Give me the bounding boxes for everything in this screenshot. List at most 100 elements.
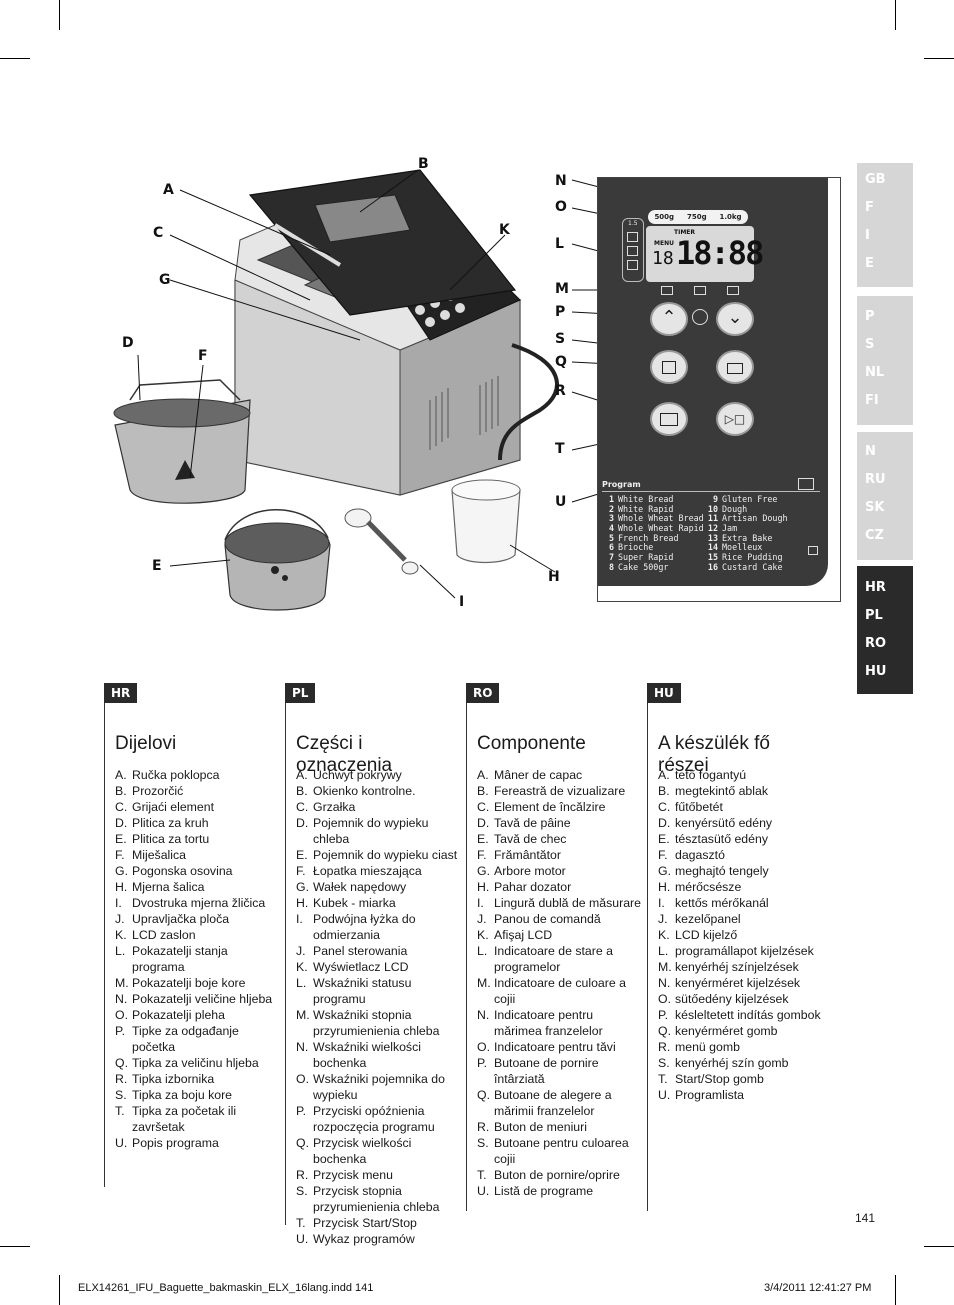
program-number: 2 (608, 503, 614, 514)
lcd-display: TIMER MENU 18 18:88 (646, 226, 764, 282)
list-item-key: K. (658, 928, 670, 942)
tab-gb[interactable]: GB (865, 172, 886, 187)
list-item-text: Wykaz programów (313, 1232, 415, 1246)
list-item: P.Butoane de pornire întârziată (477, 1055, 644, 1087)
control-panel: 500g 750g 1.0kg 1.5 TIMER MENU 18 18:88 … (597, 177, 841, 602)
tab-hr[interactable]: HR (865, 580, 886, 595)
list-item-key: P. (296, 1104, 307, 1118)
list-item: B.megtekintő ablak (658, 783, 825, 799)
tab-pl[interactable]: PL (865, 608, 883, 623)
list-item-text: Kubek - miarka (313, 896, 396, 910)
list-item-text: kenyérméret kijelzések (675, 976, 801, 990)
tab-s[interactable]: S (865, 337, 875, 352)
crust-color-button[interactable] (716, 350, 754, 384)
crop-mark (924, 58, 954, 59)
callout-t: T (555, 441, 565, 457)
loaf-icon (662, 361, 676, 374)
callout-m: M (555, 281, 569, 297)
footer-file: ELX14261_IFU_Baguette_bakmaskin_ELX_16la… (78, 1282, 374, 1294)
delay-up-button[interactable]: ⌃ (650, 302, 688, 336)
tab-p[interactable]: P (865, 309, 875, 324)
list-item-text: Okienko kontrolne. (313, 784, 416, 798)
list-item-text: Prozorčić (132, 784, 184, 798)
crust-label: 1.5 (628, 220, 638, 227)
list-item-key: D. (296, 816, 309, 830)
list-item: L.Indicatoare de stare a programelor (477, 943, 644, 975)
tab-e[interactable]: E (865, 256, 874, 271)
list-item-text: Pokazatelji stanja programa (132, 944, 228, 974)
list-item-key: H. (658, 880, 671, 894)
list-item: U.Programlista (658, 1087, 825, 1103)
list-item-text: Start/Stop gomb (675, 1072, 764, 1086)
loaf-size-indicators: 500g 750g 1.0kg (648, 210, 748, 224)
tab-ro[interactable]: RO (865, 636, 887, 651)
list-item-text: Grzałka (313, 800, 356, 814)
tab-i[interactable]: I (865, 228, 870, 243)
list-item: A.Uchwyt pokrywy (296, 767, 463, 783)
crop-mark (0, 58, 30, 59)
tab-fi[interactable]: FI (865, 393, 879, 408)
list-item-text: kenyérméret gomb (675, 1024, 778, 1038)
list-item: T.Start/Stop gomb (658, 1071, 825, 1087)
list-item-key: T. (115, 1104, 125, 1118)
list-item-text: fűtőbetét (675, 800, 723, 814)
list-item-key: D. (477, 816, 490, 830)
callout-q: Q (555, 354, 567, 370)
list-item: Q.Tipka za veličinu hljeba (115, 1055, 282, 1071)
list-item: C.fűtőbetét (658, 799, 825, 815)
list-item-key: R. (115, 1072, 128, 1086)
list-item: K.Afişaj LCD (477, 927, 644, 943)
start-stop-button[interactable]: ▷□ (716, 402, 754, 436)
list-item: M.kenyérhéj színjelzések (658, 959, 825, 975)
status-icon (627, 246, 638, 256)
list-item: N.Pokazatelji veličine hljeba (115, 991, 282, 1007)
list-item: K.Wyświetlacz LCD (296, 959, 463, 975)
tab-sk[interactable]: SK (865, 500, 885, 515)
tab-n[interactable]: N (865, 444, 876, 459)
list-item-key: U. (658, 1088, 671, 1102)
delay-down-button[interactable]: ⌄ (716, 302, 754, 336)
tab-nl[interactable]: NL (865, 365, 885, 380)
list-item-text: Butoane de alegere a mărimii franzelelor (494, 1088, 612, 1118)
list-item-key: A. (115, 768, 127, 782)
list-item: G.Wałek napędowy (296, 879, 463, 895)
list-item-text: kenyérsütő edény (675, 816, 773, 830)
list-item-text: dagasztó (675, 848, 725, 862)
tab-hu[interactable]: HU (865, 664, 887, 679)
list-item-text: Buton de meniuri (494, 1120, 587, 1134)
list-item-text: Mâner de capac (494, 768, 583, 782)
list-item-text: Wałek napędowy (313, 880, 407, 894)
list-item-text: Popis programa (132, 1136, 219, 1150)
list-item-key: M. (296, 1008, 310, 1022)
list-item: C.Grzałka (296, 799, 463, 815)
callout-i: I (459, 594, 465, 610)
list-item-key: Q. (658, 1024, 671, 1038)
menu-button[interactable] (650, 402, 688, 436)
tab-f[interactable]: F (865, 200, 874, 215)
language-tab-group: GB F I E (857, 163, 913, 287)
menu-label: MENU (654, 240, 674, 247)
weight-1kg: 1.0kg (719, 213, 742, 221)
list-item: R.menü gomb (658, 1039, 825, 1055)
list-item-text: Tipka za početak ili završetak (132, 1104, 237, 1134)
list-item-key: Q. (296, 1136, 309, 1150)
list-item: N.Indicatoare pentru mărimea franzelelor (477, 1007, 644, 1039)
language-badge: PL (285, 683, 316, 703)
list-item: E.Tavă de chec (477, 831, 644, 847)
list-item: J.Upravljačka ploča (115, 911, 282, 927)
tab-ru[interactable]: RU (865, 472, 886, 487)
loaf-size-button[interactable] (650, 350, 688, 384)
list-item: F.dagasztó (658, 847, 825, 863)
list-item: F.Frământător (477, 847, 644, 863)
weight-500g: 500g (654, 213, 675, 221)
list-item: R.Tipka izbornika (115, 1071, 282, 1087)
list-item: O.Indicatoare pentru tăvi (477, 1039, 644, 1055)
list-item-key: J. (477, 912, 487, 926)
list-item-key: Q. (477, 1088, 490, 1102)
list-item-key: L. (296, 976, 307, 990)
tab-cz[interactable]: CZ (865, 528, 884, 543)
